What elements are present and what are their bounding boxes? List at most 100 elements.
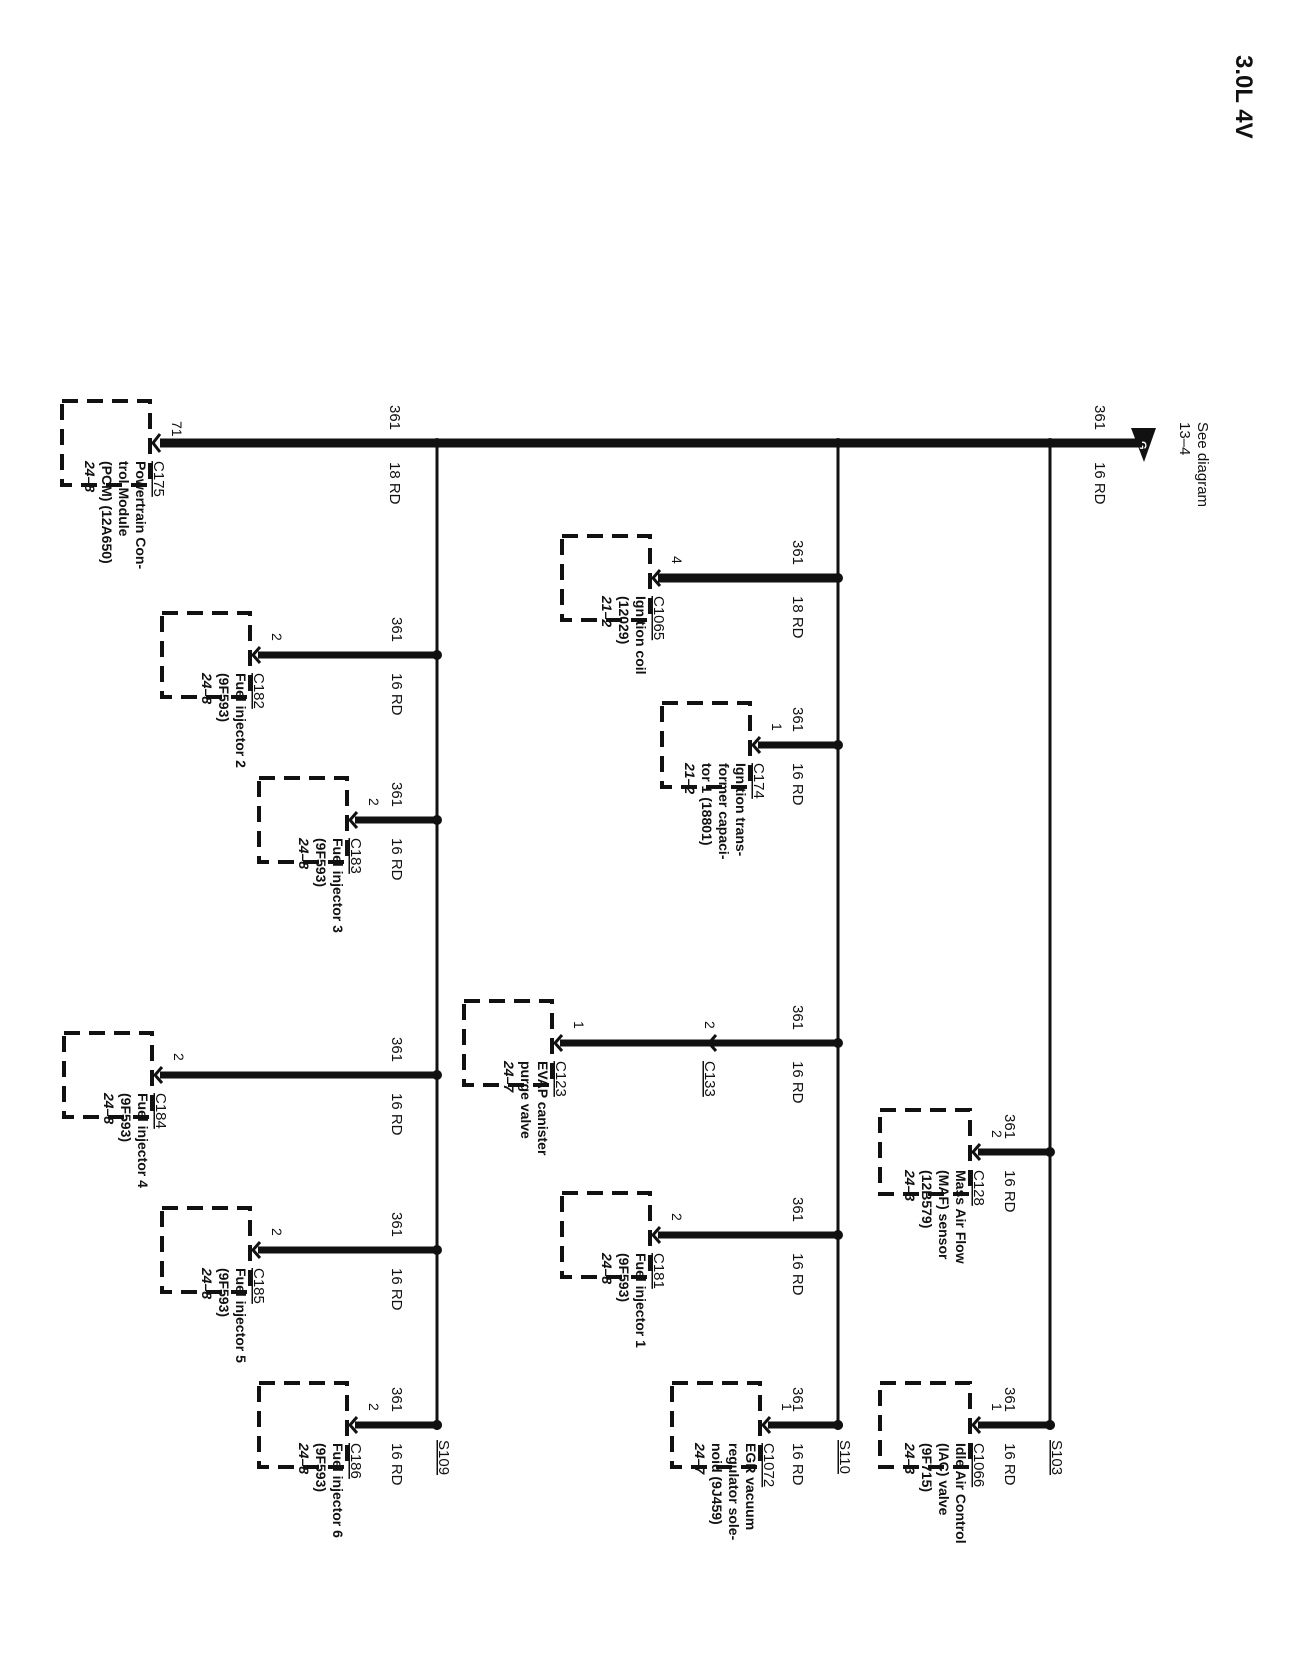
component-name-line: (9F593) — [313, 838, 329, 887]
component-name-line: Ignition coil — [633, 596, 649, 675]
component-box-inj3 — [257, 776, 349, 864]
component-name-line: former capaci- — [716, 763, 732, 860]
connector-label: C185 — [250, 1268, 267, 1304]
branch-size-label: 16 RD — [789, 1061, 806, 1104]
component-box-inj4 — [62, 1031, 154, 1119]
pin-label: 2 — [989, 1130, 1005, 1138]
branch-size-label: 16 RD — [388, 1093, 405, 1136]
splice-label-s109: S109 — [435, 1440, 452, 1475]
component-box-inj1 — [560, 1191, 652, 1279]
source-note: See diagram — [1194, 422, 1211, 507]
component-box-inj5 — [160, 1206, 252, 1294]
connector-arrow — [971, 1416, 982, 1434]
diagram-reference: 24–8 — [199, 672, 215, 704]
component-name-line: Fuel injector 6 — [330, 1443, 346, 1538]
diagram-reference: 24–7 — [501, 1060, 517, 1093]
branch-circuit-label: 361 — [789, 1387, 806, 1412]
main-lower-size: 18 RD — [386, 462, 403, 505]
branch-circuit-label: 361 — [789, 1197, 806, 1222]
component-name-line: Fuel injector 3 — [330, 838, 346, 933]
component-name-line: trol Module — [116, 461, 132, 537]
splice-dot — [833, 438, 843, 448]
diagram-reference: 21–2 — [682, 762, 698, 794]
pin-label: 1 — [989, 1403, 1005, 1411]
component-name-line: (MAF) sensor — [936, 1170, 952, 1260]
component-box-iac — [878, 1381, 972, 1469]
connector-arrow — [553, 1034, 564, 1052]
branch-size-label: 16 RD — [789, 763, 806, 806]
connector-label: C128 — [970, 1170, 987, 1206]
diagram-reference: 24–8 — [82, 460, 98, 492]
diagram-reference: 24–3 — [902, 1169, 918, 1201]
inline-pin-label: 2 — [702, 1021, 718, 1029]
component-name-line: tor 1 (18801) — [699, 763, 715, 845]
connector-arrow — [251, 646, 262, 664]
component-name-line: (12029) — [616, 596, 632, 644]
branch-size-label: 16 RD — [388, 673, 405, 716]
component-name-line: (9F593) — [216, 1268, 232, 1317]
connector-arrow — [751, 736, 762, 754]
pin-label: 1 — [779, 1403, 795, 1411]
branch-size-label: 16 RD — [388, 838, 405, 881]
component-box-pcm — [60, 399, 152, 487]
branch-splice-dot — [833, 740, 843, 750]
branch-splice-dot — [833, 1420, 843, 1430]
connector-label: C174 — [750, 763, 767, 799]
component-name-line: (9F593) — [313, 1443, 329, 1492]
splice-label-s110: S110 — [836, 1440, 853, 1474]
branch-circuit-label: 361 — [388, 617, 405, 642]
component-name-line: noid (9J459) — [709, 1443, 725, 1525]
diagram-reference: 24–8 — [296, 837, 312, 869]
component-box-inj2 — [160, 611, 252, 699]
component-box-inj6 — [257, 1381, 349, 1469]
connector-arrow — [761, 1416, 772, 1434]
branch-splice-dot — [432, 1070, 442, 1080]
pin-label: 2 — [669, 1213, 685, 1221]
splice-label-s103: S103 — [1048, 1440, 1065, 1475]
branch-splice-dot — [833, 1230, 843, 1240]
component-box-itc — [660, 701, 752, 789]
branch-circuit-label: 361 — [1001, 1387, 1018, 1412]
splice-dot — [1045, 438, 1055, 448]
branch-size-label: 16 RD — [388, 1443, 405, 1486]
main-lower-circuit: 361 — [386, 405, 403, 430]
engine-header: 3.0L 4V — [1230, 55, 1257, 139]
connector-arrow — [251, 1241, 262, 1259]
component-box-maf — [878, 1108, 972, 1196]
diagram-reference: 24–7 — [692, 1442, 708, 1475]
connector-arrow — [651, 569, 662, 587]
connector-label: C123 — [552, 1061, 569, 1097]
component-name-line: (12B579) — [919, 1170, 935, 1228]
component-name-line: EVAP canister — [535, 1061, 551, 1156]
pin-label: 2 — [366, 1403, 382, 1411]
branch-size-label: 16 RD — [388, 1268, 405, 1311]
component-name-line: (IAC) valve — [936, 1443, 952, 1516]
source-ref: 13–4 — [1176, 422, 1193, 455]
pin-label: 71 — [169, 421, 185, 437]
pin-label: 1 — [571, 1021, 587, 1029]
branch-circuit-label: 361 — [388, 1387, 405, 1412]
component-name-line: (9F593) — [616, 1253, 632, 1302]
branch-size-label: 16 RD — [1001, 1170, 1018, 1213]
branch-circuit-label: 361 — [1001, 1114, 1018, 1139]
component-name-line: Mass Air Flow — [953, 1170, 969, 1264]
component-name-line: Fuel injector 2 — [233, 673, 249, 768]
branch-splice-dot — [833, 573, 843, 583]
branch-circuit-label: 361 — [388, 1037, 405, 1062]
connector-arrow — [651, 1226, 662, 1244]
connector-label: C182 — [250, 673, 267, 709]
pin-label: 2 — [269, 1228, 285, 1236]
component-name-line: (9F593) — [118, 1093, 134, 1142]
connector-arrow — [348, 811, 359, 829]
pin-label: 4 — [669, 556, 685, 564]
branch-circuit-label: 361 — [789, 1005, 806, 1030]
splice-dot — [432, 438, 442, 448]
branch-splice-dot — [833, 1038, 843, 1048]
branch-circuit-label: 361 — [789, 540, 806, 565]
component-name-line: Idle Air Control — [953, 1443, 969, 1544]
connector-label: C183 — [347, 838, 364, 874]
pin-label: 1 — [769, 723, 785, 731]
component-box-evap — [462, 999, 554, 1087]
